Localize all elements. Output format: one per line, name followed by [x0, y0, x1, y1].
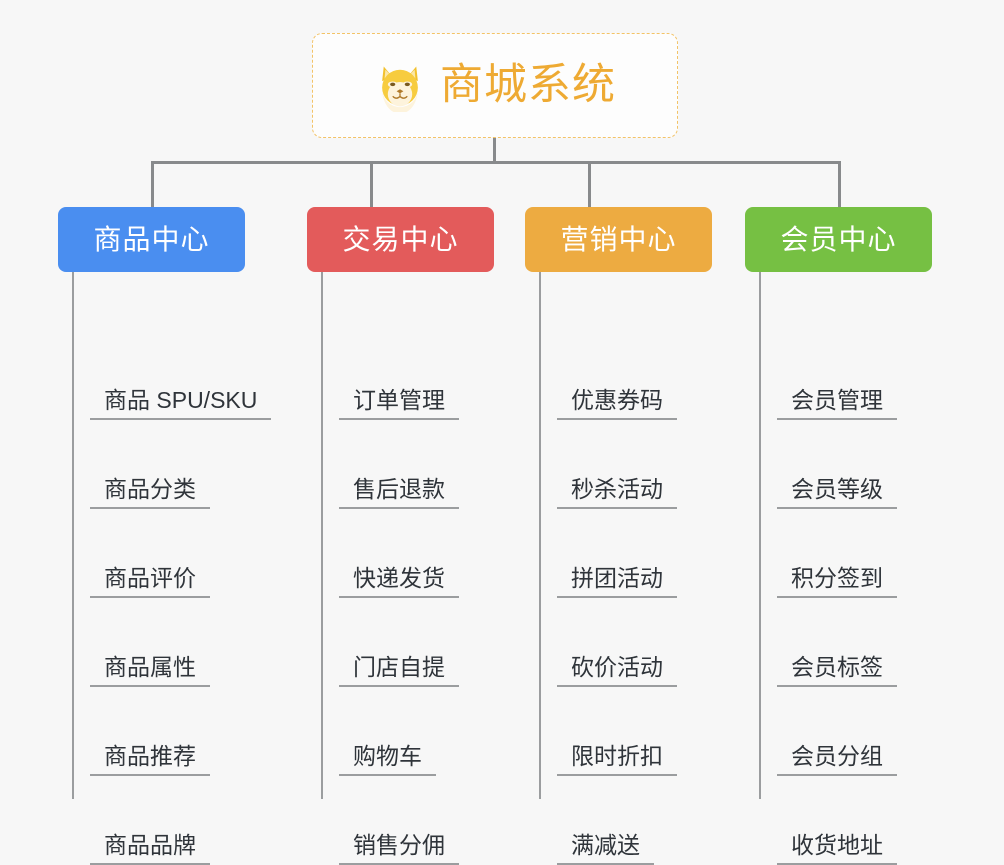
leaf-label: 会员等级: [777, 477, 897, 509]
leaf-label: 商品属性: [90, 655, 210, 687]
leaf-item[interactable]: 会员等级: [759, 420, 897, 509]
leaf-item[interactable]: 商品属性: [72, 598, 210, 687]
leaf-label: 砍价活动: [557, 655, 677, 687]
leaf-label: 会员管理: [777, 388, 897, 420]
leaf-label: 会员标签: [777, 655, 897, 687]
leaf-label: 秒杀活动: [557, 477, 677, 509]
leaf-label: 收货地址: [777, 833, 897, 865]
branch-spine-1: [72, 272, 74, 799]
leaf-label: 售后退款: [339, 477, 459, 509]
connector-horizontal-bar: [151, 161, 841, 164]
branch-header-1[interactable]: 商品中心: [58, 207, 245, 272]
leaf-label: 销售分佣: [339, 833, 459, 865]
leaf-item[interactable]: 积分签到: [759, 509, 897, 598]
branch-header-label-2: 交易中心: [342, 223, 459, 255]
root-node[interactable]: 商城系统: [312, 33, 678, 138]
mindmap-canvas: 商城系统 商品中心 商品 SPU/SKU 商品分类 商品评价 商品属性 商品推荐…: [58, 33, 932, 865]
branch-spine-2: [321, 272, 323, 799]
leaf-item[interactable]: 商品评价: [72, 509, 210, 598]
leaf-item[interactable]: 销售分佣: [321, 776, 459, 865]
leaf-label: 商品分类: [90, 477, 210, 509]
leaf-item[interactable]: 优惠券码: [539, 331, 677, 420]
branch-trade-center: 交易中心 订单管理 售后退款 快递发货 门店自提 购物车 销售分佣: [307, 207, 494, 865]
leaf-item[interactable]: 会员管理: [759, 331, 897, 420]
leaf-item[interactable]: 门店自提: [321, 598, 459, 687]
branch-header-label-1: 商品中心: [93, 223, 210, 255]
connector-drop-3: [588, 161, 591, 207]
leaf-item[interactable]: 商品 SPU/SKU: [72, 331, 272, 420]
branch-member-center: 会员中心 会员管理 会员等级 积分签到 会员标签 会员分组 收货地址: [745, 207, 932, 865]
leaf-label: 商品推荐: [90, 744, 210, 776]
leaf-label: 会员分组: [777, 744, 897, 776]
leaf-item[interactable]: 商品推荐: [72, 687, 210, 776]
branch-product-center: 商品中心 商品 SPU/SKU 商品分类 商品评价 商品属性 商品推荐 商品品牌: [58, 207, 272, 865]
branch-spine-3: [539, 272, 541, 799]
leaf-label: 快递发货: [339, 566, 459, 598]
leaf-item[interactable]: 商品品牌: [72, 776, 210, 865]
connector-drop-4: [838, 161, 841, 207]
leaf-item[interactable]: 订单管理: [321, 331, 459, 420]
branch-marketing-center: 营销中心 优惠券码 秒杀活动 拼团活动 砍价活动 限时折扣 满减送: [525, 207, 712, 865]
shiba-dog-face-icon: [382, 66, 418, 112]
leaf-item[interactable]: 快递发货: [321, 509, 459, 598]
leaf-item[interactable]: 收货地址: [759, 776, 897, 865]
leaf-label: 限时折扣: [557, 744, 677, 776]
leaf-item[interactable]: 秒杀活动: [539, 420, 677, 509]
branch-header-label-3: 营销中心: [560, 223, 677, 255]
leaf-item[interactable]: 购物车: [321, 687, 436, 776]
leaf-label: 商品品牌: [90, 833, 210, 865]
leaf-label: 商品评价: [90, 566, 210, 598]
leaf-item[interactable]: 拼团活动: [539, 509, 677, 598]
leaf-item[interactable]: 商品分类: [72, 420, 210, 509]
branch-header-label-4: 会员中心: [780, 223, 897, 255]
branch-header-3[interactable]: 营销中心: [525, 207, 712, 272]
leaf-label: 满减送: [557, 833, 654, 865]
leaf-item[interactable]: 售后退款: [321, 420, 459, 509]
root-title: 商城系统: [440, 61, 616, 109]
leaf-label: 优惠券码: [557, 388, 677, 420]
leaf-label: 订单管理: [339, 388, 459, 420]
branch-spine-4: [759, 272, 761, 799]
leaf-label: 拼团活动: [557, 566, 677, 598]
leaf-label: 商品 SPU/SKU: [90, 388, 272, 420]
leaf-label: 门店自提: [339, 655, 459, 687]
connector-drop-1: [151, 161, 154, 207]
leaf-label: 购物车: [339, 744, 436, 776]
branch-header-2[interactable]: 交易中心: [307, 207, 494, 272]
leaf-item[interactable]: 会员标签: [759, 598, 897, 687]
leaf-item[interactable]: 砍价活动: [539, 598, 677, 687]
leaf-label: 积分签到: [777, 566, 897, 598]
connector-drop-2: [370, 161, 373, 207]
leaf-item[interactable]: 会员分组: [759, 687, 897, 776]
branch-header-4[interactable]: 会员中心: [745, 207, 932, 272]
leaf-item[interactable]: 满减送: [539, 776, 654, 865]
connector-root-stem: [493, 138, 496, 164]
leaf-item[interactable]: 限时折扣: [539, 687, 677, 776]
